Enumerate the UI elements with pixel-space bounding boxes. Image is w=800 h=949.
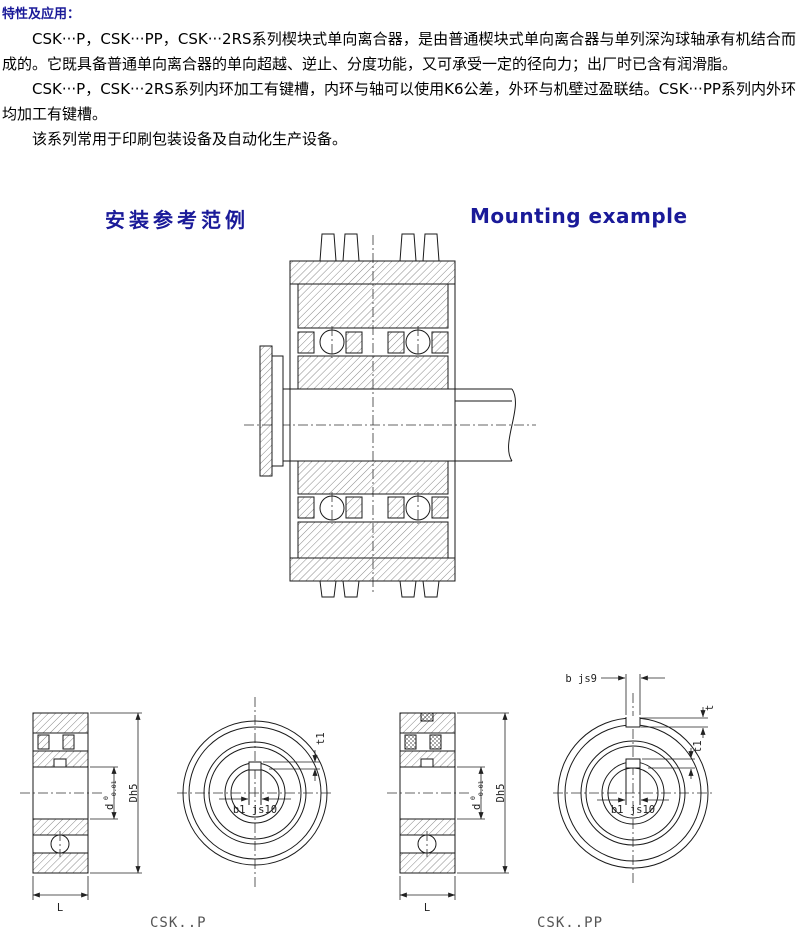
section-title-en: Mounting example: [470, 204, 688, 228]
intro-paragraph-2: CSK···P，CSK···2RS系列内环加工有键槽，内环与轴可以使用K6公差，…: [2, 80, 796, 123]
page-heading: 特性及应用：: [2, 7, 81, 22]
dim-label-inner-key-depth: t1: [315, 732, 327, 745]
dim-label-outer-key-width: b js9: [565, 673, 597, 685]
dim-label-bore-upper: 0: [102, 796, 110, 800]
dim-label-inner-key-depth: t1: [692, 740, 704, 753]
intro-section: 特性及应用： CSK···P，CSK···PP，CSK···2RS系列楔块式单向…: [0, 3, 800, 152]
dim-label-bore-lower: -0.01: [477, 780, 485, 800]
dim-label-bore-upper: 0: [469, 796, 477, 800]
mounting-example-drawing: [244, 233, 536, 598]
dim-label-bore-lower: -0.01: [110, 780, 118, 800]
dim-label-inner-key-width: b1 js10: [233, 804, 277, 816]
catalog-page: 特性及应用： CSK···P，CSK···PP，CSK···2RS系列楔块式单向…: [0, 3, 800, 931]
csk-p-front-view: t1 b1 js10: [177, 697, 333, 887]
intro-paragraph-3: 该系列常用于印刷包装设备及自动化生产设备。: [32, 130, 348, 148]
model-label-csk-pp: CSK..PP: [537, 915, 604, 931]
dim-label-width: L: [424, 902, 430, 914]
csk-pp-side-view: d 0 -0.01 Dh5 L: [387, 712, 509, 914]
intro-paragraph-1: CSK···P，CSK···PP，CSK···2RS系列楔块式单向离合器，是由普…: [2, 30, 796, 73]
csk-p-side-view: d 0 -0.01 Dh5 L: [20, 712, 142, 914]
csk-pp-front-view: b js9 t t1 b1 js10: [553, 673, 716, 883]
dim-label-width: L: [57, 902, 63, 914]
dim-label-outer-diameter: Dh5: [128, 784, 140, 803]
dim-label-outer-diameter: Dh5: [495, 784, 507, 803]
section-title-cn: 安装参考范例: [105, 208, 249, 232]
dim-label-inner-key-width: b1 js10: [611, 804, 655, 816]
model-label-csk-p: CSK..P: [150, 915, 207, 931]
dim-label-bore-symbol: d: [471, 804, 483, 810]
dim-label-bore-symbol: d: [104, 804, 116, 810]
dim-label-outer-key-depth: t: [704, 705, 716, 711]
